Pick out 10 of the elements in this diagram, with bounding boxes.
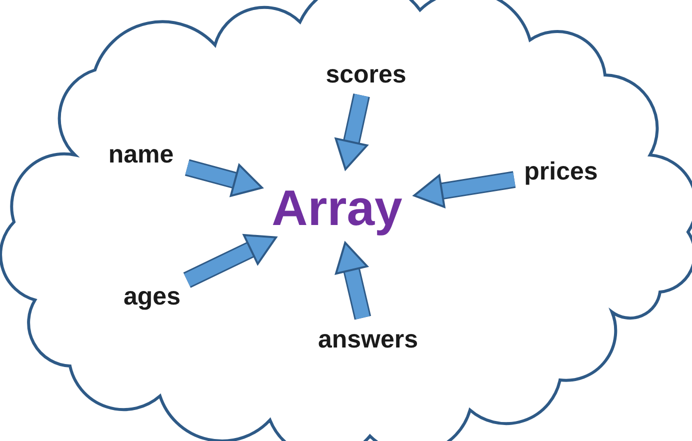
word-label: prices: [524, 160, 598, 184]
word-label: ages: [124, 284, 180, 310]
word-label: scores: [326, 62, 406, 88]
block-arrow: [184, 159, 264, 197]
word-label: name: [108, 142, 174, 168]
block-arrow: [412, 171, 516, 208]
block-arrow: [334, 94, 370, 172]
center-word: Array: [272, 183, 402, 233]
block-arrow: [334, 240, 372, 320]
word-label: answers: [318, 328, 418, 352]
